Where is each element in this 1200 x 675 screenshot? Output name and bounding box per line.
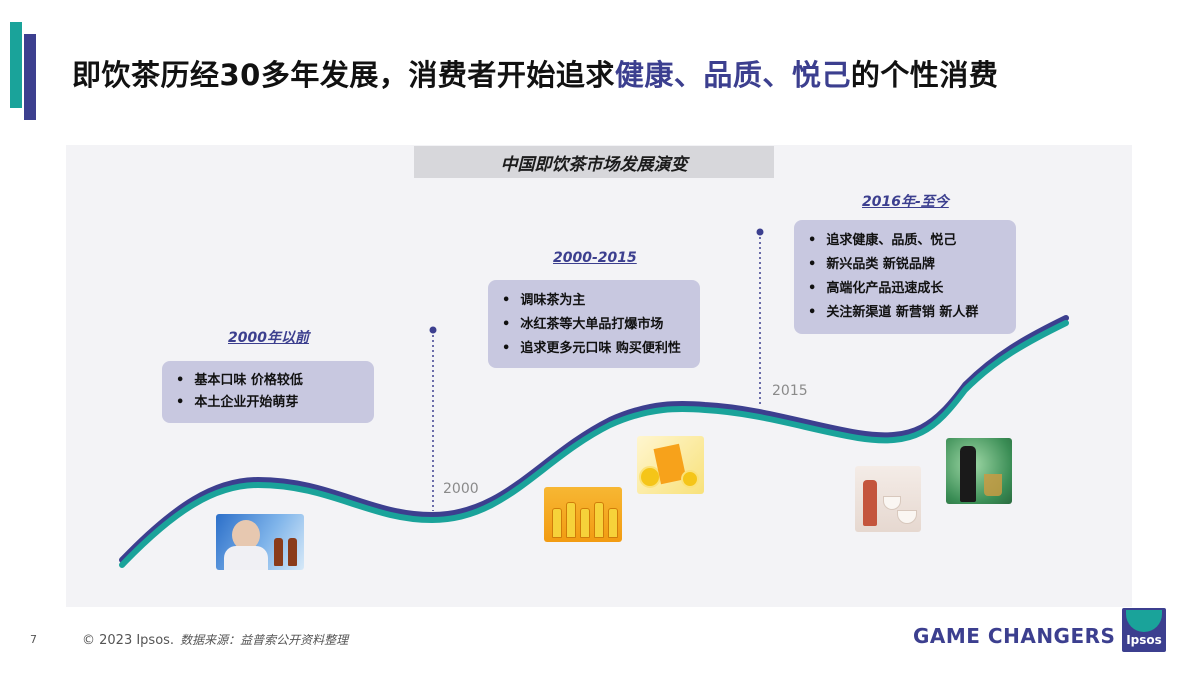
bottle-icon (960, 446, 976, 502)
bottle-icon (608, 508, 618, 538)
person-body-shape (224, 546, 268, 570)
source-text: 数据来源：益普索公开资料整理 (180, 633, 349, 647)
lemon-icon (681, 470, 699, 488)
era-1-label: 2000年以前 (228, 330, 309, 346)
era-1-box: 基本口味 价格较低 本土企业开始萌芽 (162, 361, 374, 423)
milestone-2015-label: 2015 (772, 383, 808, 399)
timeline-curve-navy (119, 315, 1069, 563)
bottle-icon (274, 538, 283, 566)
tagline: GAME CHANGERS (913, 624, 1116, 648)
bottle-icon (566, 502, 576, 538)
era-1-point: 本土企业开始萌芽 (176, 392, 360, 414)
glass-icon (984, 474, 1002, 496)
footer-copyright: © 2023 Ipsos. 数据来源：益普索公开资料整理 (82, 631, 348, 648)
accent-bar-teal (10, 22, 22, 108)
era-1-product-photo (216, 514, 304, 570)
era-3-tea-cups-photo (855, 466, 921, 532)
timeline-curve-teal (119, 320, 1069, 568)
era-3-point: 关注新渠道 新营销 新人群 (808, 301, 1002, 325)
person-face-shape (232, 520, 260, 550)
era-3-point: 新兴品类 新锐品牌 (808, 253, 1002, 277)
era-3-point: 追求健康、品质、悦己 (808, 229, 1002, 253)
era-3-label: 2016年-至今 (862, 194, 949, 210)
cup-icon (897, 510, 917, 524)
cup-icon (883, 496, 901, 510)
era-2-point: 追求更多元口味 购买便利性 (502, 337, 686, 361)
era-1-point: 基本口味 价格较低 (176, 370, 360, 392)
era-2-label: 2000-2015 (553, 250, 637, 266)
bottle-icon (288, 538, 297, 566)
era-2-bottles-photo (544, 487, 622, 542)
title-highlight: 健康、品质、悦己 (614, 58, 851, 92)
era-3-point: 高端化产品迅速成长 (808, 277, 1002, 301)
bottle-icon (594, 502, 604, 538)
era-2-point: 冰红茶等大单品打爆市场 (502, 313, 686, 337)
milestone-2015-dot (756, 228, 764, 236)
title-suffix: 的个性消费 (850, 58, 999, 92)
era-3-premium-bottle-photo (946, 438, 1012, 504)
bottle-icon (552, 508, 562, 538)
ipsos-logo: Ipsos (1122, 608, 1166, 652)
page-title: 即饮茶历经30多年发展，消费者开始追求健康、品质、悦己的个性消费 (72, 52, 998, 94)
diagram-heading: 中国即饮茶市场发展演变 (414, 146, 774, 178)
copyright-text: © 2023 Ipsos. (82, 633, 175, 648)
era-2-box: 调味茶为主 冰红茶等大单品打爆市场 追求更多元口味 购买便利性 (488, 280, 700, 368)
bottle-icon (580, 508, 590, 538)
title-prefix: 即饮茶历经30多年发展，消费者开始追求 (72, 58, 615, 92)
era-2-lemon-tea-photo (637, 436, 704, 494)
logo-text: Ipsos (1126, 633, 1162, 647)
page-number: 7 (30, 633, 37, 646)
logo-leaf-shape (1126, 610, 1162, 632)
era-3-box: 追求健康、品质、悦己 新兴品类 新锐品牌 高端化产品迅速成长 关注新渠道 新营销… (794, 220, 1016, 334)
accent-bar-navy (24, 34, 36, 120)
bottle-icon (863, 480, 877, 526)
milestone-2000-label: 2000 (443, 481, 479, 497)
milestone-2000-dot (429, 326, 437, 334)
era-2-point: 调味茶为主 (502, 289, 686, 313)
